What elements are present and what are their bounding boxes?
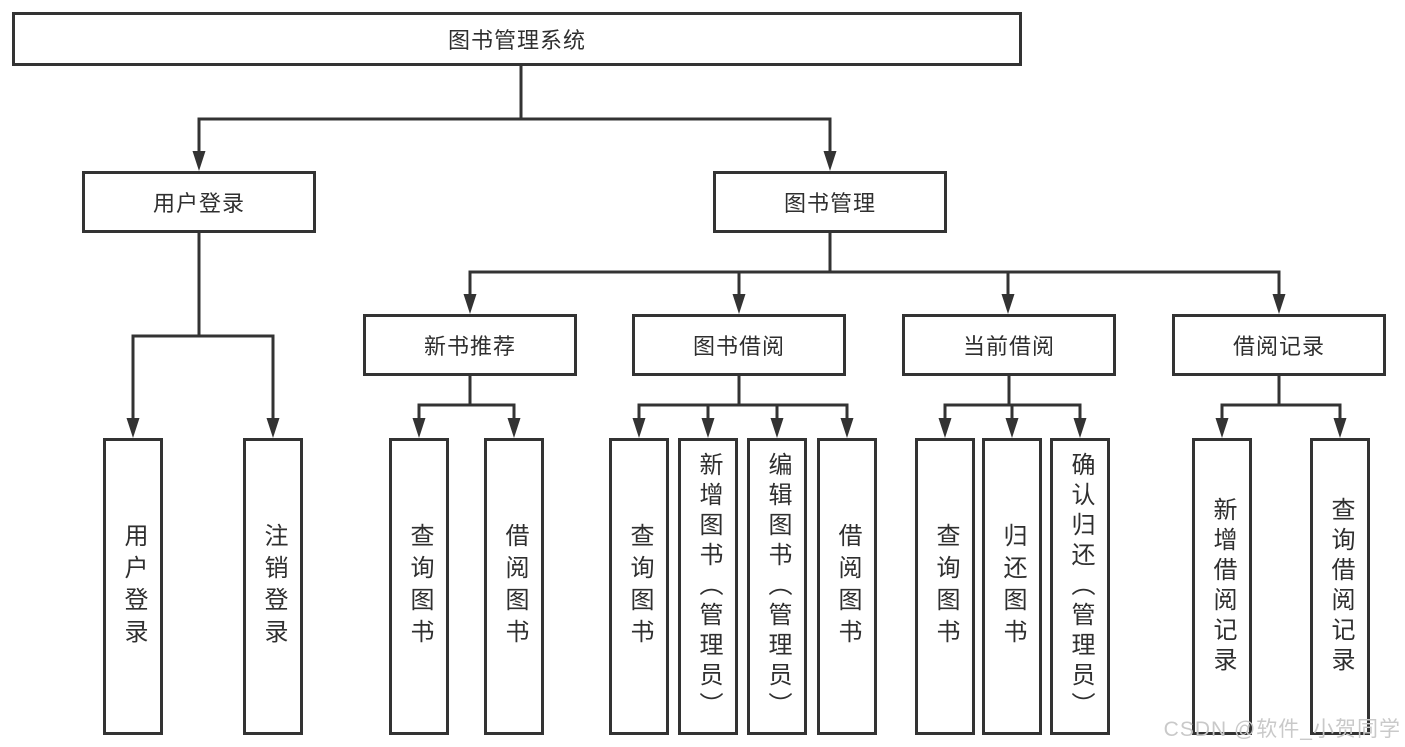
node-borrowing-records: 借阅记录 — [1172, 314, 1386, 376]
leaf-add-books-admin-label: 新增图书（管理员） — [695, 451, 722, 722]
leaf-add-books-admin: 新增图书（管理员） — [678, 438, 738, 735]
leaf-user-login-label: 用户登录 — [120, 522, 147, 651]
leaf-add-borrow-record: 新增借阅记录 — [1192, 438, 1252, 735]
node-book-borrowing: 图书借阅 — [632, 314, 846, 376]
leaf-add-borrow-record-label: 新增借阅记录 — [1209, 496, 1236, 677]
leaf-borrowing-borrow-books: 借阅图书 — [817, 438, 877, 735]
leaf-recommend-borrow-books: 借阅图书 — [484, 438, 544, 735]
arrowheads — [126, 151, 1347, 438]
leaf-query-borrow-record: 查询借阅记录 — [1310, 438, 1370, 735]
leaf-user-login: 用户登录 — [103, 438, 163, 735]
leaf-return-books: 归还图书 — [982, 438, 1042, 735]
node-book-management: 图书管理 — [713, 171, 947, 233]
node-current-borrowing: 当前借阅 — [902, 314, 1116, 376]
leaf-current-query-books: 查询图书 — [915, 438, 975, 735]
leaf-edit-books-admin-label: 编辑图书（管理员） — [764, 451, 791, 722]
leaf-recommend-query-books: 查询图书 — [389, 438, 449, 735]
leaf-confirm-return-admin-label: 确认归还（管理员） — [1067, 451, 1094, 722]
leaf-edit-books-admin: 编辑图书（管理员） — [747, 438, 807, 735]
node-library-management-system: 图书管理系统 — [12, 12, 1022, 66]
leaf-current-query-books-label: 查询图书 — [932, 522, 959, 651]
connector-path — [131, 64, 1342, 424]
leaf-borrowing-query-books-label: 查询图书 — [626, 522, 653, 651]
node-new-book-recommendation: 新书推荐 — [363, 314, 577, 376]
watermark-text: CSDN @软件_小贺同学 — [1163, 718, 1401, 741]
leaf-recommend-borrow-books-label: 借阅图书 — [501, 522, 528, 651]
leaf-borrowing-query-books: 查询图书 — [609, 438, 669, 735]
leaf-logout-label: 注销登录 — [260, 522, 287, 651]
leaf-recommend-query-books-label: 查询图书 — [406, 522, 433, 651]
node-user-login: 用户登录 — [82, 171, 316, 233]
leaf-borrowing-borrow-books-label: 借阅图书 — [834, 522, 861, 651]
leaf-query-borrow-record-label: 查询借阅记录 — [1327, 496, 1354, 677]
leaf-logout: 注销登录 — [243, 438, 303, 735]
leaf-confirm-return-admin: 确认归还（管理员） — [1050, 438, 1110, 735]
leaf-return-books-label: 归还图书 — [999, 522, 1026, 651]
